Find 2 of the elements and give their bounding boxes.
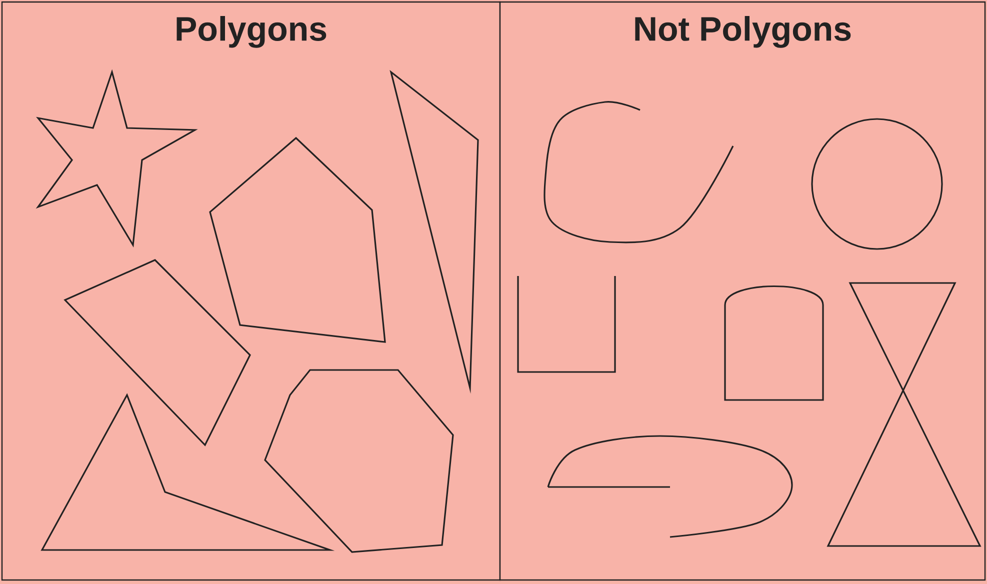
panel: Not Polygons	[499, 1, 986, 581]
panel: Polygons	[1, 1, 501, 581]
